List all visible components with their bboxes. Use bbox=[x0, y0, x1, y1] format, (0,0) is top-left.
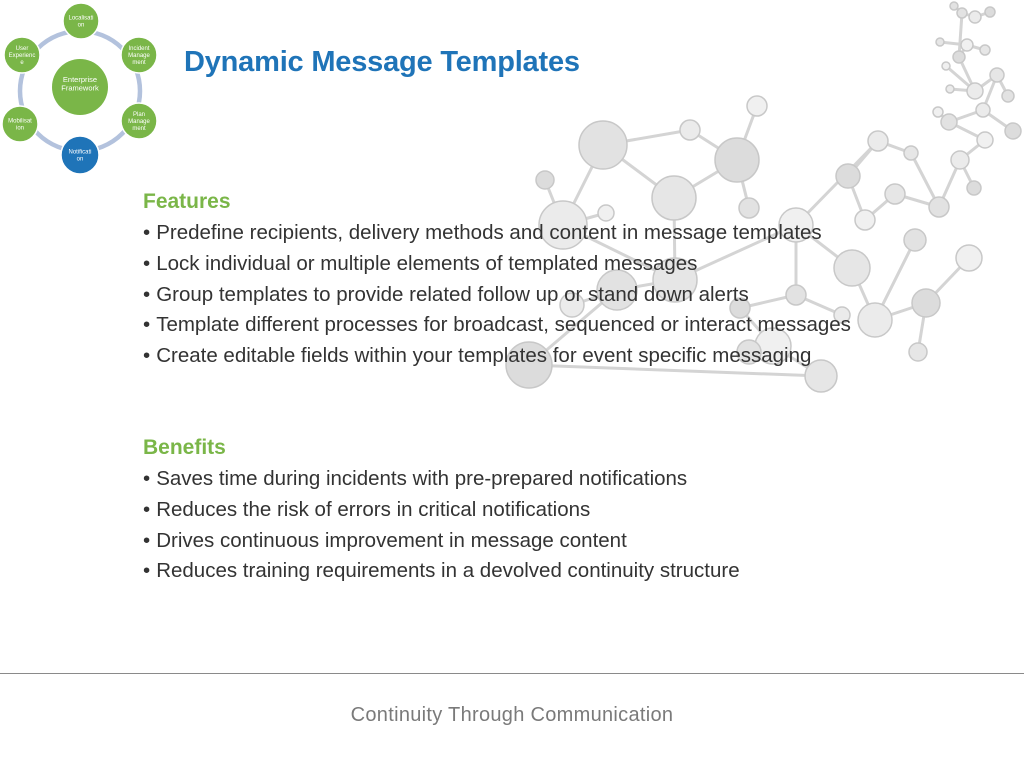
molecule-atom bbox=[1004, 122, 1022, 140]
molecule-atom bbox=[867, 130, 889, 152]
benefit-item: Reduces the risk of errors in critical n… bbox=[143, 495, 983, 526]
feature-item: Predefine recipients, delivery methods a… bbox=[143, 218, 983, 249]
molecule-atom bbox=[989, 67, 1005, 83]
molecule-atom bbox=[949, 1, 959, 11]
molecule-atom bbox=[960, 38, 974, 52]
feature-item: Lock individual or multiple elements of … bbox=[143, 249, 983, 280]
molecule-atom bbox=[1001, 89, 1015, 103]
features-heading: Features bbox=[143, 190, 231, 213]
page-title: Dynamic Message Templates bbox=[184, 46, 580, 78]
molecule-atom bbox=[941, 61, 951, 71]
molecule-bond bbox=[957, 12, 964, 58]
footer-tagline: Continuity Through Communication bbox=[350, 704, 674, 726]
feature-item: Create editable fields within your templ… bbox=[143, 341, 983, 372]
molecule-atom bbox=[835, 163, 861, 189]
molecule-atom bbox=[979, 44, 991, 56]
benefits-heading: Benefits bbox=[143, 436, 226, 459]
molecule-atom bbox=[679, 119, 701, 141]
benefits-section: Benefits Saves time during incidents wit… bbox=[143, 436, 983, 587]
features-list: Predefine recipients, delivery methods a… bbox=[143, 218, 983, 372]
molecule-atom bbox=[968, 10, 982, 24]
features-section: Features Predefine recipients, delivery … bbox=[143, 190, 983, 372]
molecule-atom bbox=[966, 180, 982, 196]
molecule-atom bbox=[714, 137, 760, 183]
benefits-list: Saves time during incidents with pre-pre… bbox=[143, 464, 983, 587]
molecule-atom bbox=[945, 84, 955, 94]
molecule-atom bbox=[746, 95, 768, 117]
footer-divider bbox=[0, 673, 1024, 674]
molecule-atom bbox=[935, 37, 945, 47]
benefit-item: Drives continuous improvement in message… bbox=[143, 526, 983, 557]
molecule-atom bbox=[940, 113, 958, 131]
molecule-atom bbox=[952, 50, 966, 64]
molecule-atom bbox=[903, 145, 919, 161]
molecule-atom bbox=[956, 7, 968, 19]
feature-item: Group templates to provide related follo… bbox=[143, 280, 983, 311]
molecule-atom bbox=[928, 196, 950, 218]
molecule-atom bbox=[976, 131, 994, 149]
molecule-atom bbox=[950, 150, 970, 170]
molecule-atom bbox=[578, 120, 628, 170]
molecule-atom bbox=[932, 106, 944, 118]
molecule-atom bbox=[975, 102, 991, 118]
molecule-atom bbox=[535, 170, 555, 190]
feature-item: Template different processes for broadca… bbox=[143, 310, 983, 341]
molecule-atom bbox=[984, 6, 996, 18]
molecule-atom bbox=[884, 183, 906, 205]
molecule-atom bbox=[966, 82, 984, 100]
benefit-item: Reduces training requirements in a devol… bbox=[143, 556, 983, 587]
benefit-item: Saves time during incidents with pre-pre… bbox=[143, 464, 983, 495]
